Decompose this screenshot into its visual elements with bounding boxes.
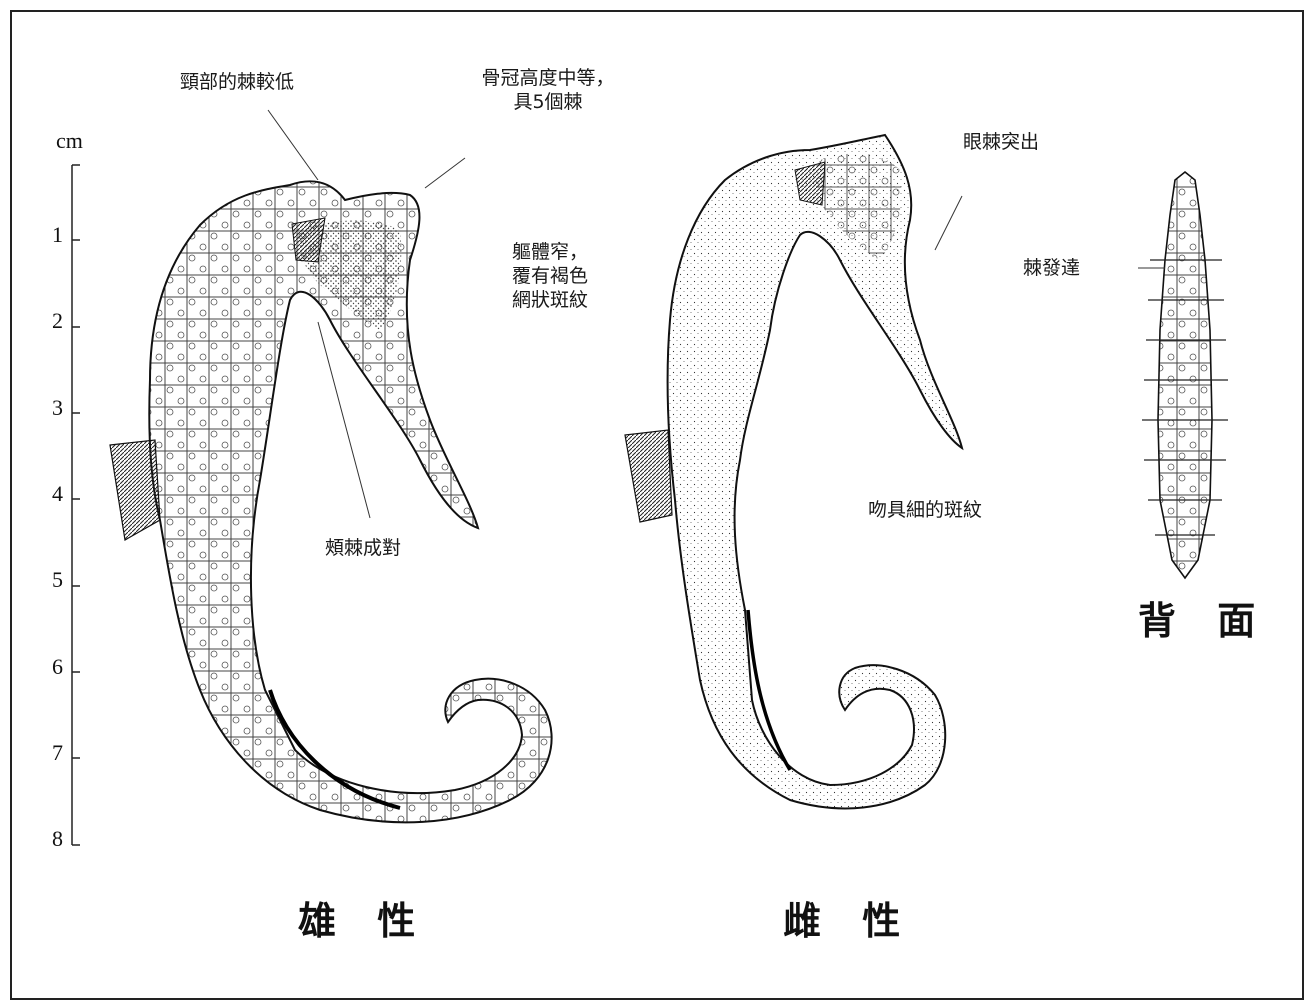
scale-tick-4: 4 bbox=[52, 481, 63, 507]
label-coronet-line1: 骨冠高度中等， bbox=[458, 66, 638, 90]
title-dorsal: 背 面 bbox=[1138, 590, 1269, 645]
label-neck-spines: 頸部的棘較低 bbox=[180, 70, 294, 94]
label-body: 軀體窄， 覆有褐色 網狀斑紋 bbox=[512, 240, 588, 312]
label-cheek-spines: 頰棘成對 bbox=[325, 536, 401, 560]
male-seahorse bbox=[110, 181, 552, 822]
scale-tick-6: 6 bbox=[52, 654, 63, 680]
scale-unit: cm bbox=[56, 128, 83, 154]
label-eye-spines: 眼棘突出 bbox=[963, 130, 1039, 154]
label-spines-developed: 棘發達 bbox=[1023, 256, 1080, 280]
dorsal-view bbox=[1142, 172, 1228, 578]
scale-tick-8: 8 bbox=[52, 826, 63, 852]
scale-tick-1: 1 bbox=[52, 222, 63, 248]
scale-tick-2: 2 bbox=[52, 308, 63, 334]
scale-tick-7: 7 bbox=[52, 740, 63, 766]
scale-bar bbox=[72, 165, 80, 845]
label-body-line2: 覆有褐色 bbox=[512, 264, 588, 288]
label-coronet-line2: 具5個棘 bbox=[458, 90, 638, 114]
label-body-line3: 網狀斑紋 bbox=[512, 288, 588, 312]
title-male: 雄 性 bbox=[298, 890, 429, 945]
title-female: 雌 性 bbox=[783, 890, 914, 945]
label-coronet: 骨冠高度中等， 具5個棘 bbox=[458, 66, 638, 114]
label-body-line1: 軀體窄， bbox=[512, 240, 588, 264]
label-snout-pattern: 吻具細的斑紋 bbox=[868, 498, 982, 522]
female-seahorse bbox=[625, 135, 962, 808]
scale-tick-5: 5 bbox=[52, 567, 63, 593]
scale-tick-3: 3 bbox=[52, 395, 63, 421]
